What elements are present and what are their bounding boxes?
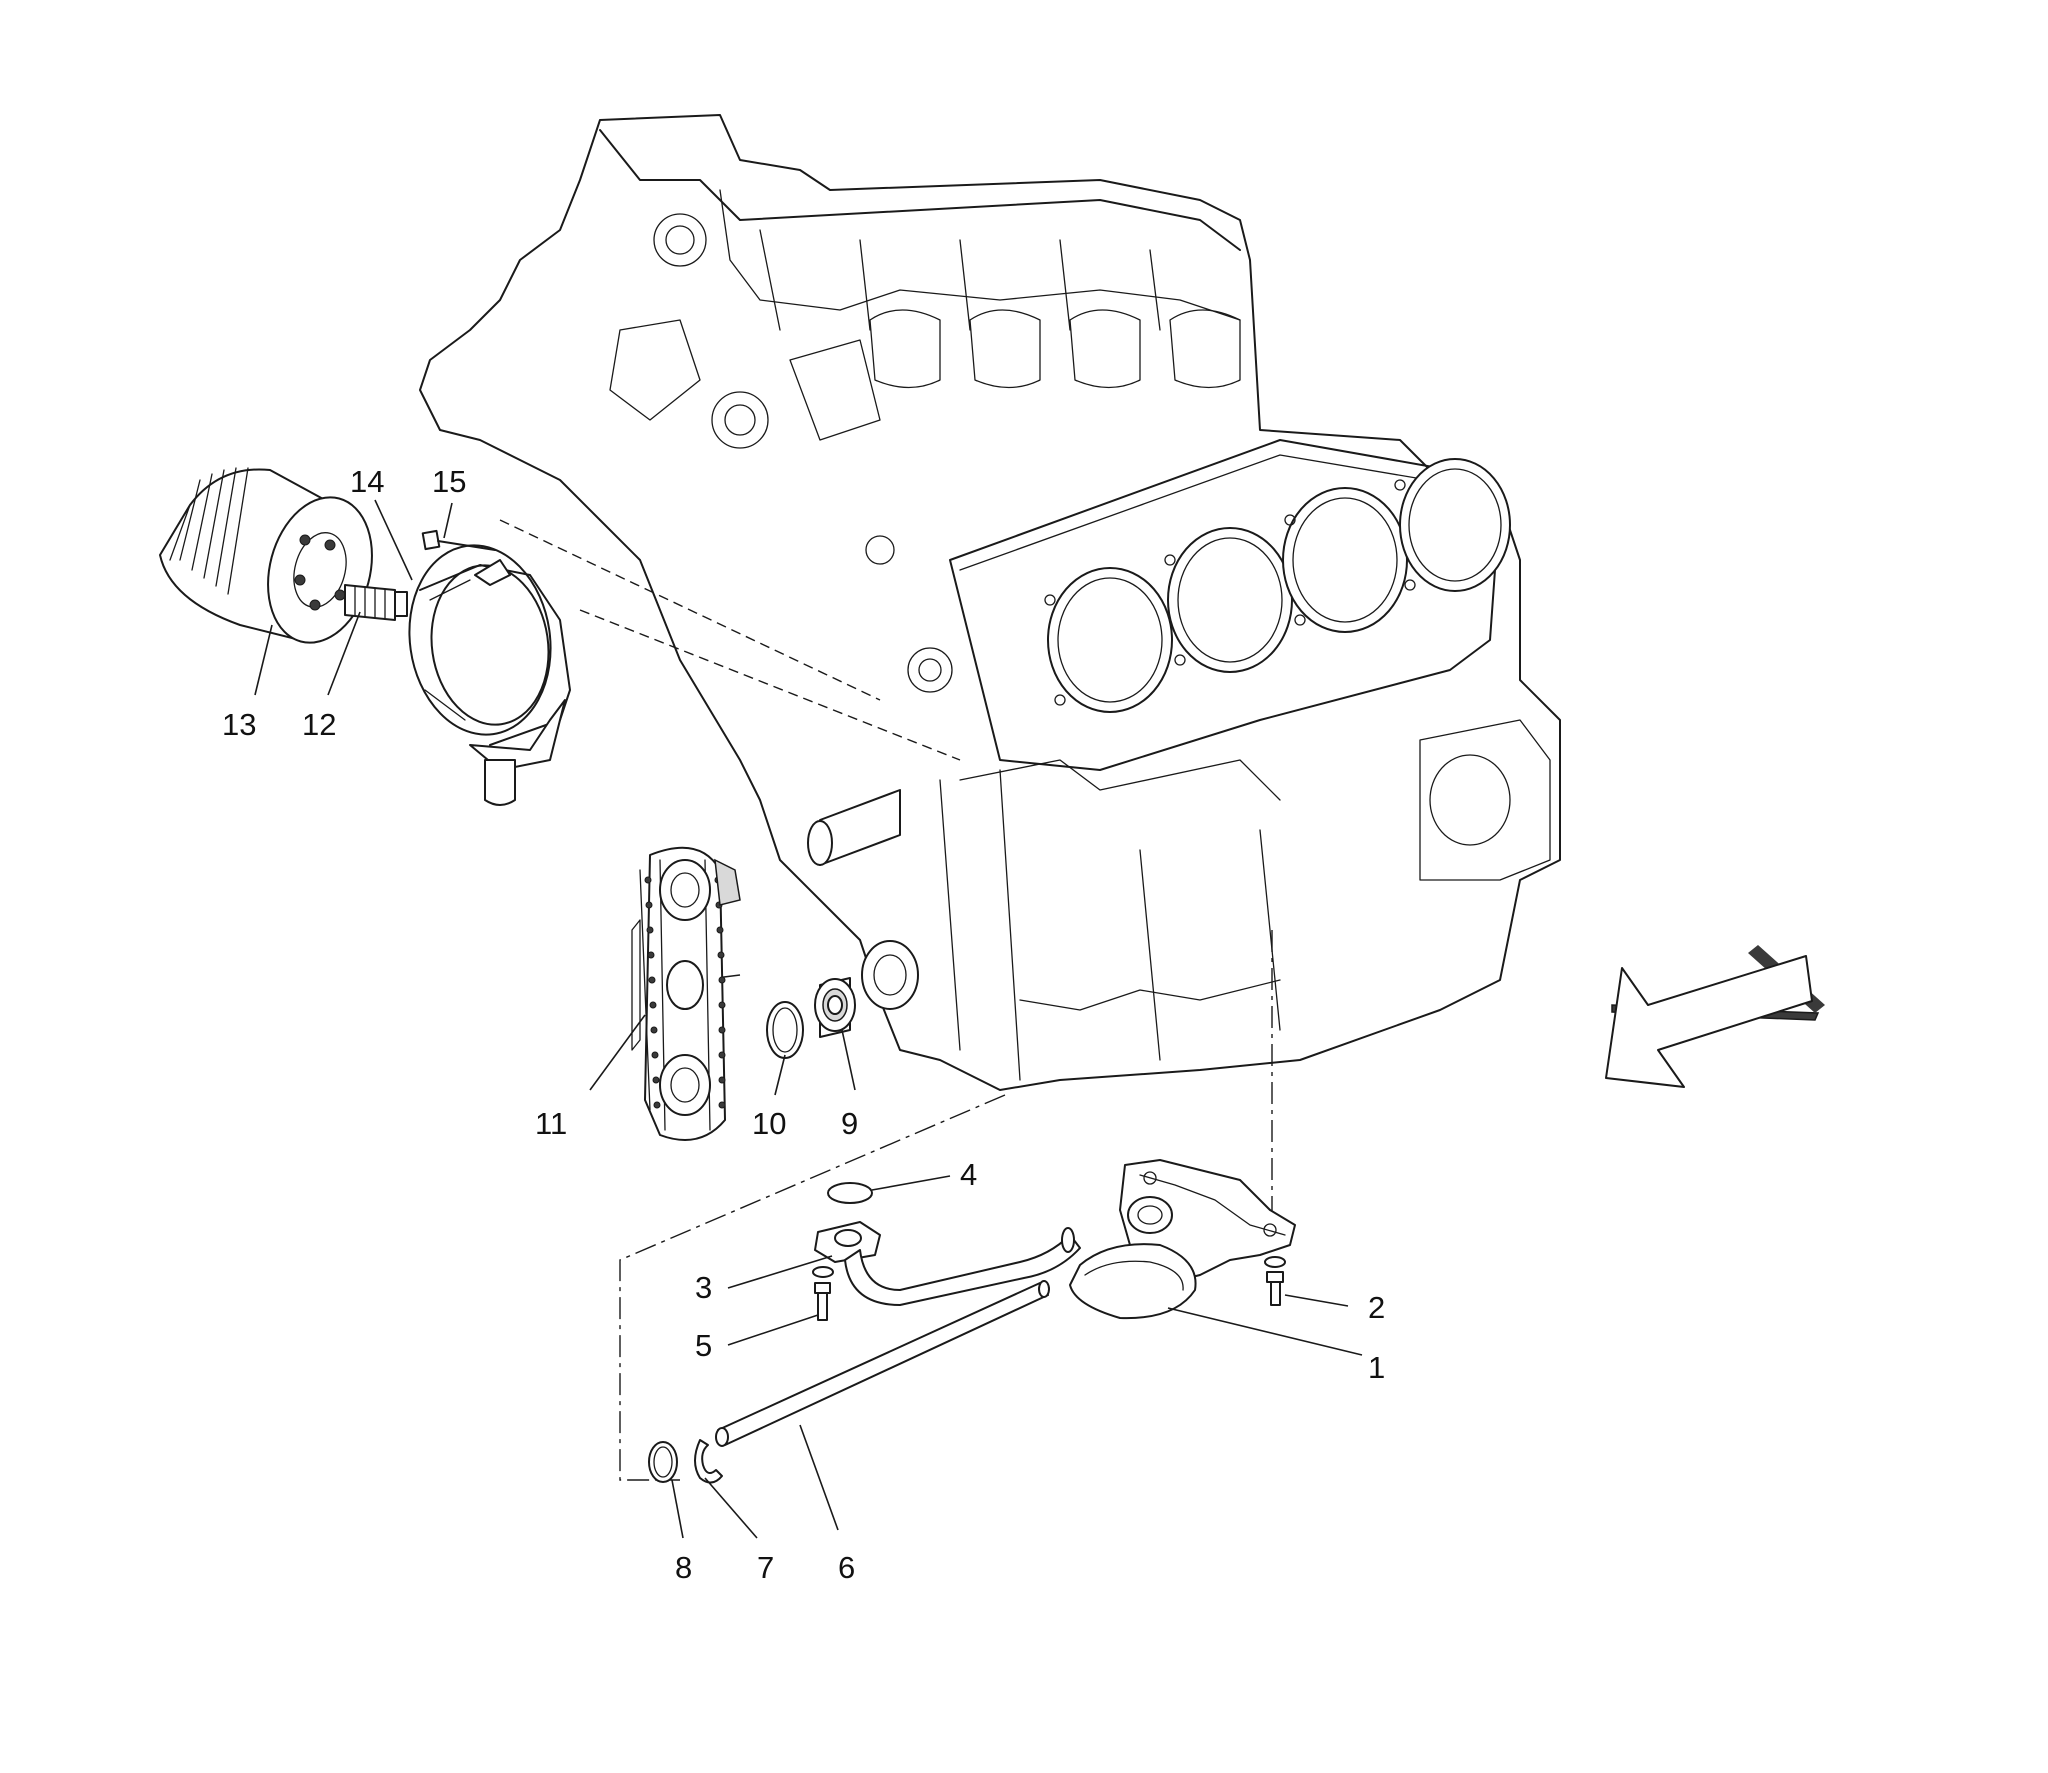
- callout-11: 11: [535, 1106, 567, 1141]
- callout-12: 12: [302, 707, 336, 742]
- callout-13: 13: [222, 707, 256, 742]
- bolt-right: [1264, 1256, 1286, 1306]
- callout-4: 4: [960, 1157, 977, 1192]
- chain-drive: [631, 846, 741, 1141]
- o-ring: [827, 1182, 873, 1204]
- callout-10: 10: [752, 1106, 786, 1141]
- callout-8: 8: [675, 1550, 692, 1585]
- engine-block: [419, 114, 1561, 1091]
- threaded-adapter: [344, 584, 408, 621]
- callout-9: 9: [841, 1106, 858, 1141]
- callout-6: 6: [838, 1550, 855, 1585]
- callout-7: 7: [757, 1550, 774, 1585]
- callout-1: 1: [1368, 1350, 1385, 1385]
- callout-3: 3: [695, 1270, 712, 1305]
- callout-5: 5: [695, 1328, 712, 1363]
- filter-housing: [408, 544, 571, 806]
- callout-15: 15: [432, 464, 466, 499]
- bearing: [814, 977, 856, 1038]
- callout-14: 14: [350, 464, 384, 499]
- pickup-tube: [814, 1221, 1081, 1306]
- arrow-icon: [1605, 945, 1825, 1088]
- circlip: [694, 1439, 723, 1484]
- snap-ring: [766, 1001, 804, 1059]
- bolt-left: [812, 1266, 834, 1321]
- bolt: [421, 529, 496, 551]
- oil-pump: [1069, 1159, 1296, 1320]
- callout-2: 2: [1368, 1290, 1385, 1325]
- drive-shaft: [715, 1280, 1050, 1447]
- retaining-ring: [648, 1441, 678, 1483]
- callout-labels: 1 2 3 4 5 6 7 8 9 10 11 12 13 14 15: [222, 464, 1385, 1585]
- leader-lines: [254, 499, 1363, 1539]
